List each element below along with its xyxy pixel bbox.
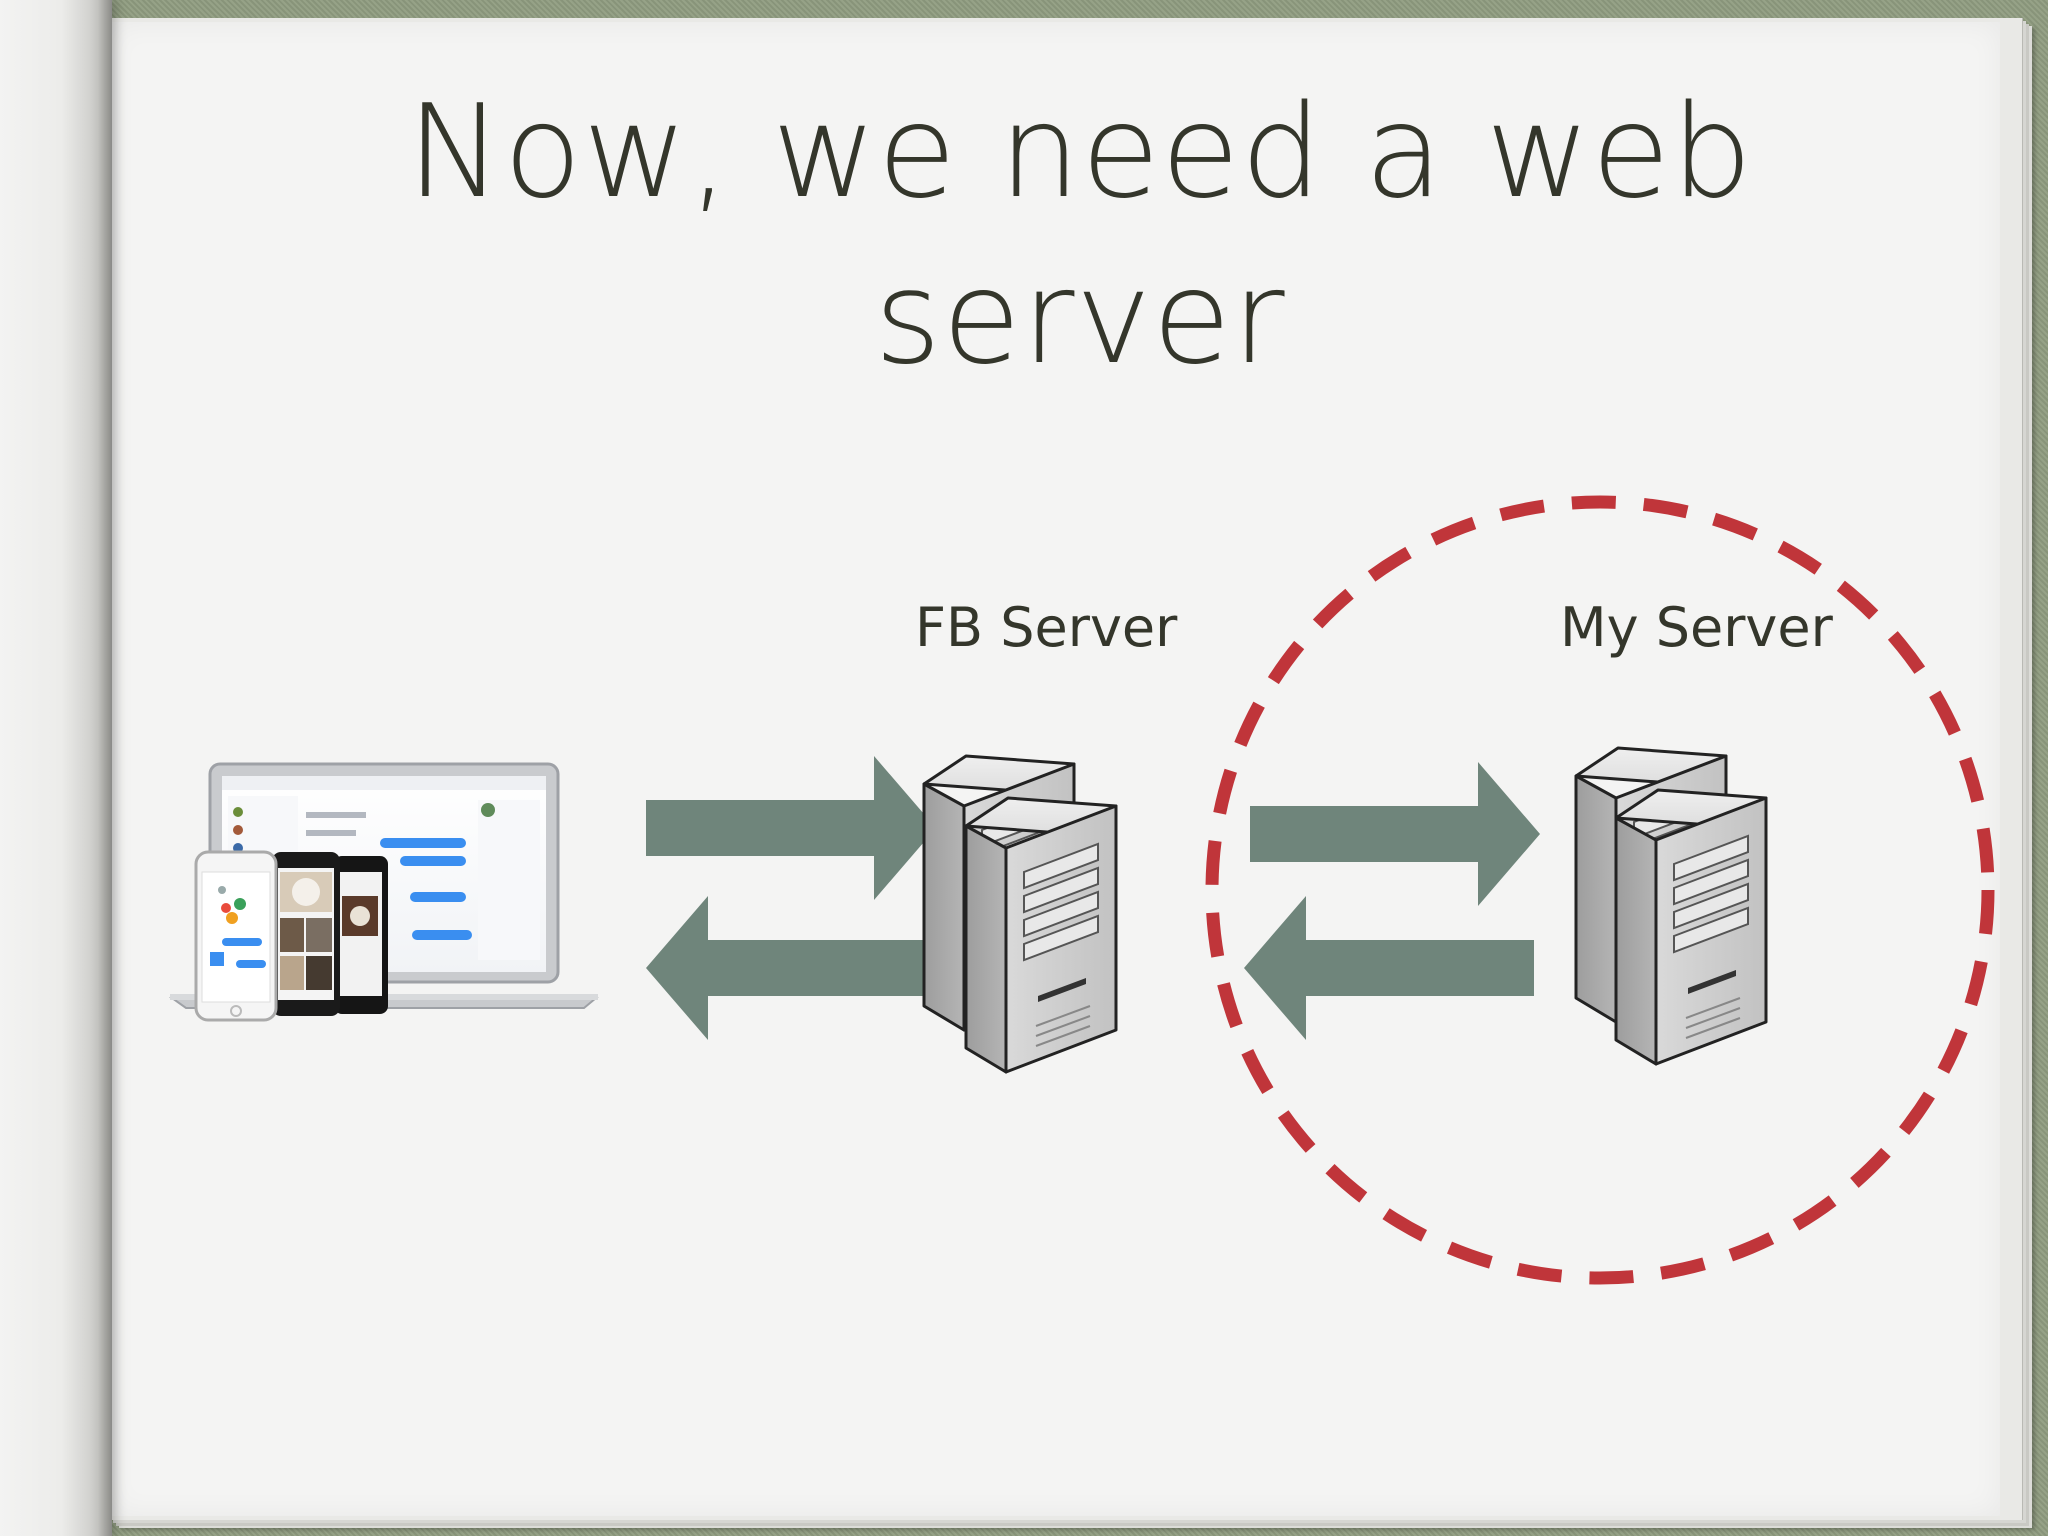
my-server-icon <box>1574 746 1768 1066</box>
arrow-right-icon <box>1250 762 1540 906</box>
page-curl <box>0 0 112 1536</box>
fb-server-icon <box>922 754 1118 1074</box>
my-server-label: My Server <box>1560 596 1833 659</box>
arrow-left-icon <box>646 896 936 1040</box>
highlight-circle <box>1205 495 1995 1285</box>
devices-icon <box>168 762 599 1022</box>
slide-title: Now, we need a web server <box>406 78 1754 393</box>
arrow-left-icon <box>1244 896 1534 1040</box>
fb-server-label: FB Server <box>915 596 1178 659</box>
arrow-right-icon <box>646 756 936 900</box>
